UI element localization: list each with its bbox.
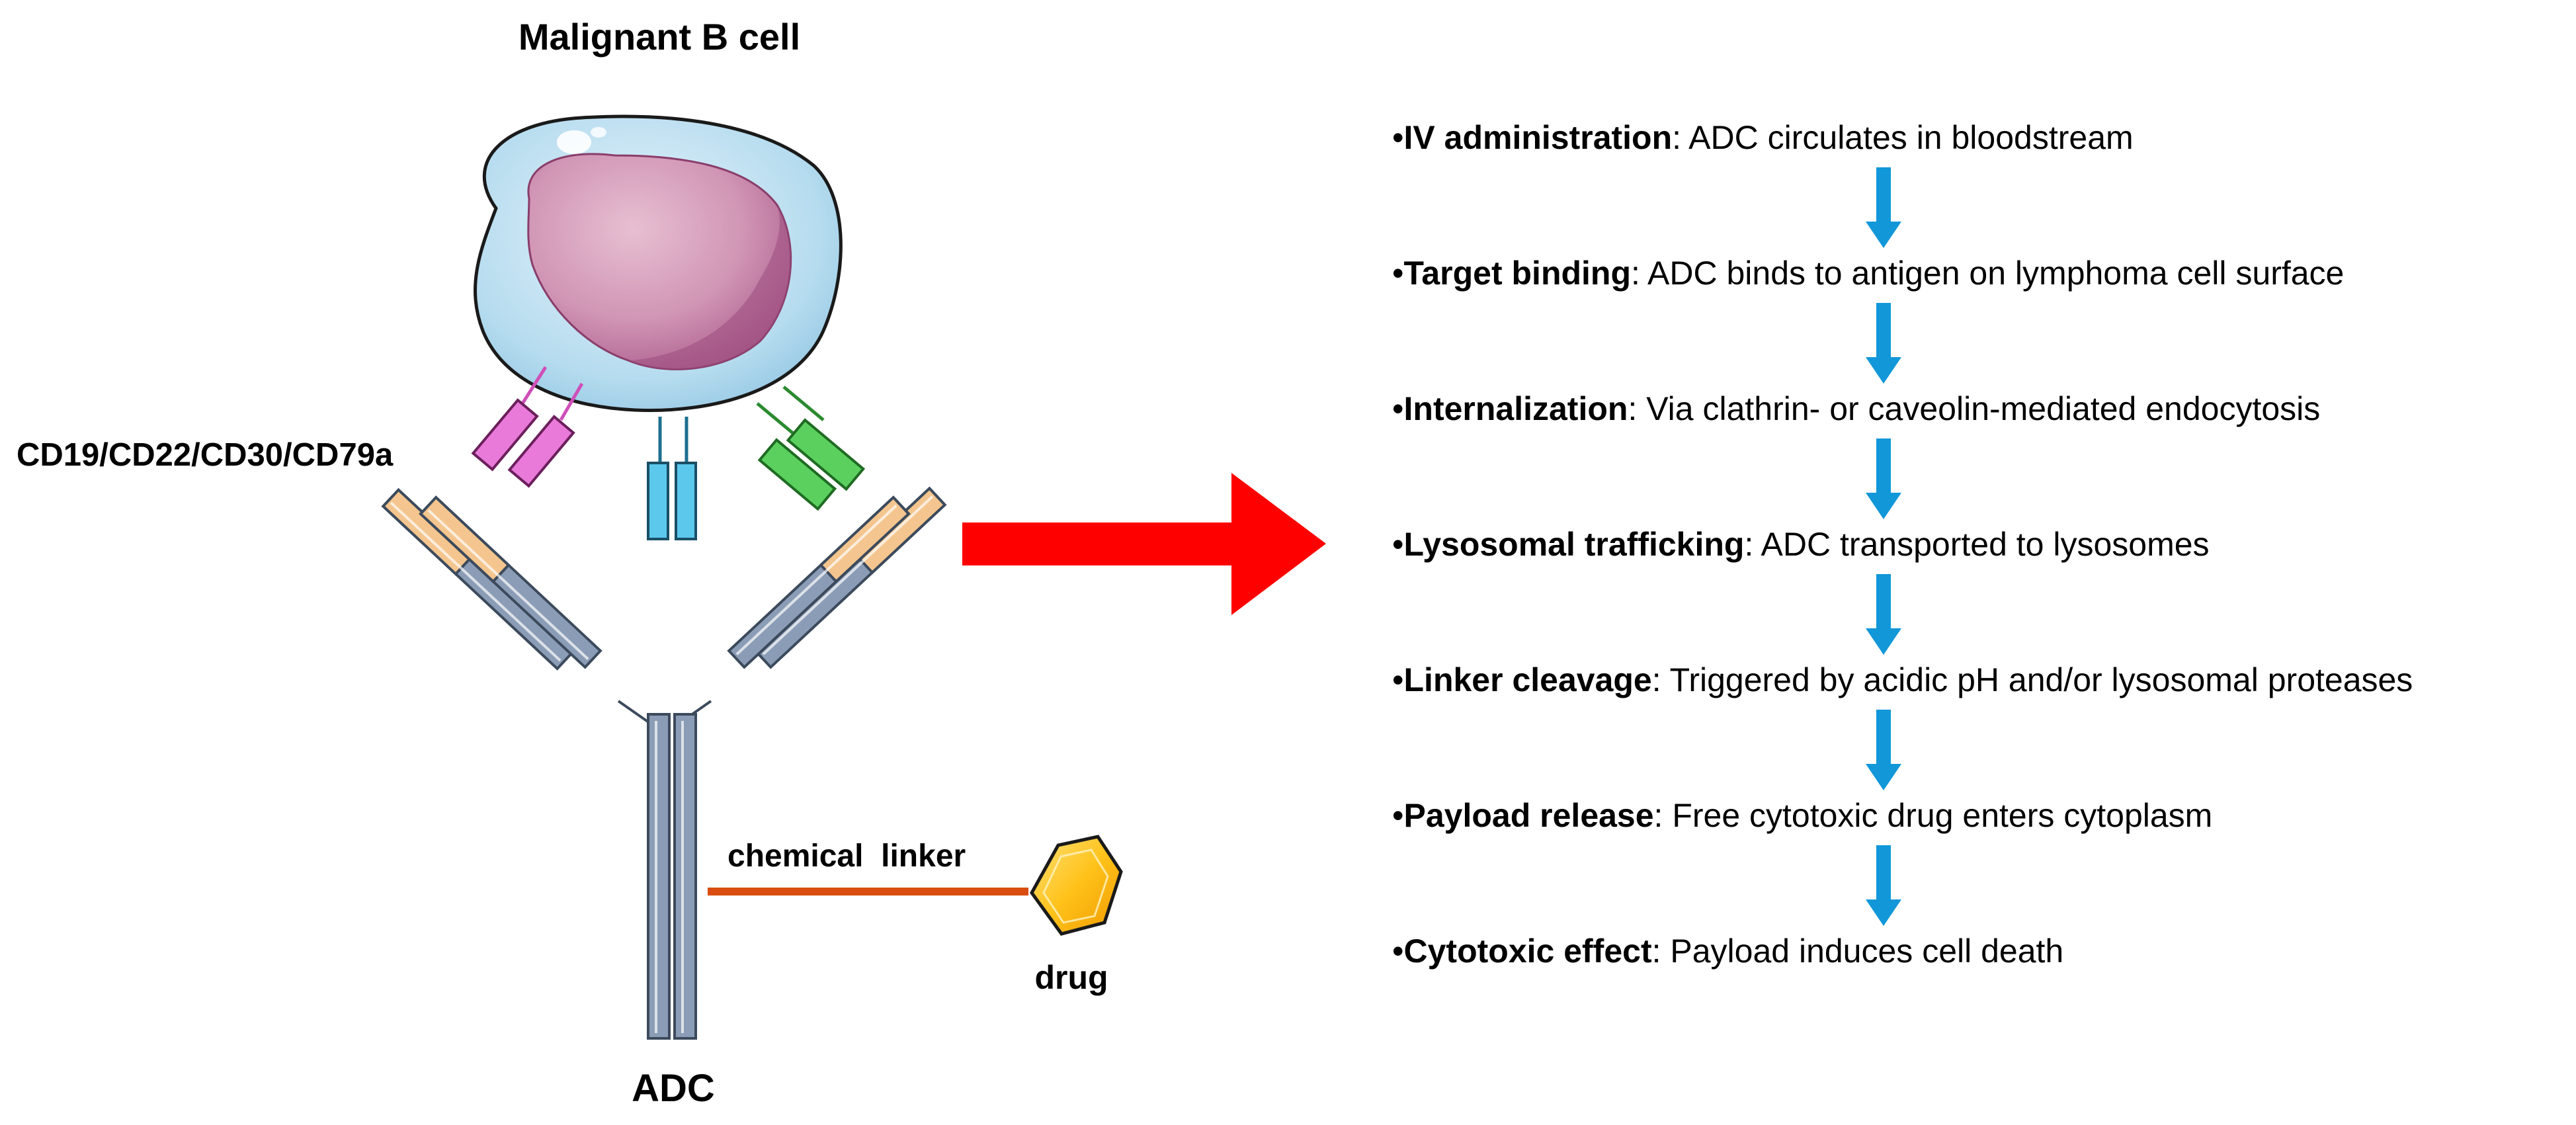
step-description: : ADC binds to antigen on lymphoma cell … [1631,255,2344,292]
nucleus-shading [628,205,791,370]
adc-label: ADC [632,1067,715,1110]
step-arrow-1 [1866,167,1901,248]
cell-highlight-small [591,127,606,138]
step-bullet: • [1392,526,1404,563]
step-description: : Via clathrin- or caveolin-mediated end… [1628,390,2320,427]
step-5: •Linker cleavage: Triggered by acidic pH… [1392,661,2413,698]
drug-label: drug [1034,959,1108,996]
step-arrows [1866,167,1901,926]
step-1: •IV administration: ADC circulates in bl… [1392,119,2134,156]
antigen-label: CD19/CD22/CD30/CD79a [17,437,394,473]
big-red-arrow [962,473,1326,615]
cell-label: Malignant B cell [519,16,800,58]
cell-highlight [557,130,591,154]
step-title: Linker cleavage [1404,661,1652,698]
step-bullet: • [1392,119,1404,156]
step-3: •Internalization: Via clathrin- or caveo… [1392,390,2320,427]
receptor-blue [647,417,697,540]
receptor-pink [471,366,584,488]
step-title: Lysosomal trafficking [1404,526,1745,563]
step-4: •Lysosomal trafficking: ADC transported … [1392,526,2210,563]
step-description: : ADC circulates in bloodstream [1672,119,2134,156]
step-title: Cytotoxic effect [1404,933,1652,970]
step-arrow-5 [1866,710,1901,790]
step-title: Target binding [1404,255,1631,292]
antibody-illustration [381,486,947,1040]
receptor-green [756,386,866,511]
step-bullet: • [1392,390,1404,427]
step-bullet: • [1392,933,1404,970]
step-2: •Target binding: ADC binds to antigen on… [1392,255,2344,292]
step-arrow-2 [1866,303,1901,384]
step-description: : Payload induces cell death [1652,933,2064,970]
step-bullet: • [1392,255,1404,292]
step-arrow-6 [1866,845,1901,926]
mechanism-steps-list: •IV administration: ADC circulates in bl… [1392,119,2413,970]
step-description: : Triggered by acidic pH and/or lysosoma… [1652,661,2413,698]
linker-label: chemical linker [727,839,966,874]
step-arrow-3 [1866,438,1901,519]
step-title: IV administration [1404,119,1673,156]
step-arrow-4 [1866,574,1901,655]
step-bullet: • [1392,661,1404,698]
step-title: Payload release [1404,797,1654,834]
step-description: : Free cytotoxic drug enters cytoplasm [1654,797,2213,834]
step-6: •Payload release: Free cytotoxic drug en… [1392,797,2212,834]
drug-hexagon-inner [1042,849,1109,924]
step-7: •Cytotoxic effect: Payload induces cell … [1392,933,2063,970]
step-bullet: • [1392,797,1404,834]
b-cell-illustration [474,114,843,412]
step-title: Internalization [1404,390,1628,427]
step-description: : ADC transported to lysosomes [1744,526,2209,563]
